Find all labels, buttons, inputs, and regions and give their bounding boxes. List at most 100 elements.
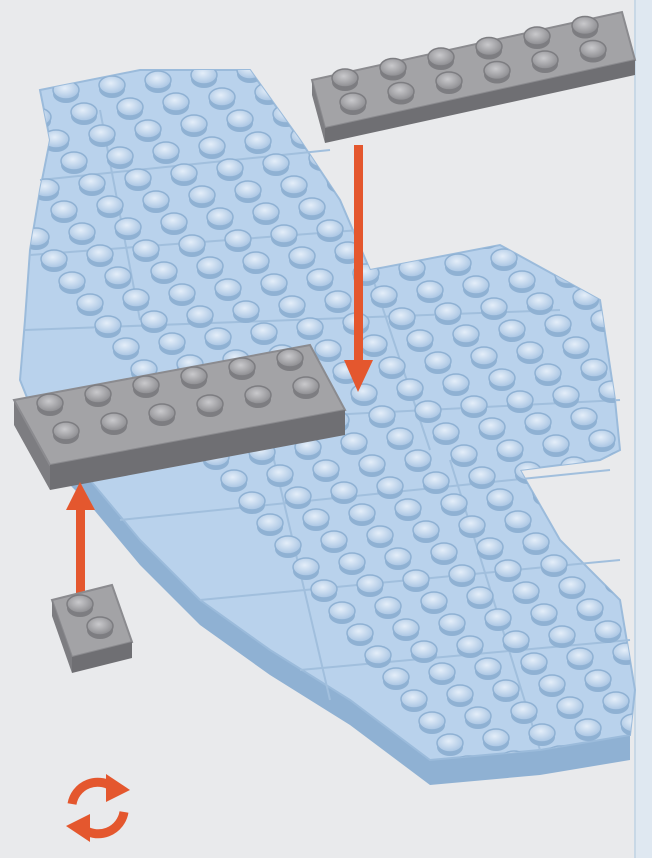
wing-stud <box>609 332 635 354</box>
wing-stud <box>593 190 619 212</box>
wing-stud <box>59 272 85 294</box>
gray-stud <box>229 358 255 380</box>
wing-stud <box>437 734 463 756</box>
gray-stud <box>37 394 63 416</box>
wing-stud <box>145 71 171 93</box>
wing-stud <box>505 511 531 533</box>
wing-stud <box>525 413 551 435</box>
wing-stud <box>485 609 511 631</box>
wing-stud <box>251 323 277 345</box>
wing-stud <box>441 494 467 516</box>
wing-stud <box>579 479 605 501</box>
wing-stud <box>365 646 391 668</box>
wing-stud <box>605 572 631 594</box>
wing-stud <box>243 252 269 274</box>
wing-stud <box>547 195 573 217</box>
wing-stud <box>617 403 643 425</box>
rotate-model-icon[interactable] <box>66 774 130 842</box>
gray-stud <box>293 377 319 399</box>
wing-stud <box>51 201 77 223</box>
gray-stud <box>85 385 111 407</box>
wing-stud <box>451 445 477 467</box>
wing-stud <box>423 472 449 494</box>
wing-stud <box>169 284 195 306</box>
wing-stud <box>347 624 373 646</box>
wing-stud <box>349 504 375 526</box>
wing-stud <box>377 477 403 499</box>
wing-stud <box>15 157 41 179</box>
wing-stud <box>245 132 271 154</box>
wing-stud <box>261 274 287 296</box>
wing-stud <box>491 249 517 271</box>
wing-stud <box>311 580 337 602</box>
wing-stud <box>281 176 307 198</box>
wing-stud <box>221 470 247 492</box>
wing-stud <box>595 621 621 643</box>
wing-stud <box>95 316 121 338</box>
wing-stud <box>275 536 301 558</box>
wing-stud <box>575 719 601 741</box>
wing-stud <box>589 430 615 452</box>
wing-stud <box>133 240 159 262</box>
wing-stud <box>475 658 501 680</box>
wing-stud <box>71 103 97 125</box>
wing-stud <box>113 338 139 360</box>
wing-stud <box>575 168 601 190</box>
wing-stud <box>483 729 509 751</box>
wing-stud <box>535 364 561 386</box>
wing-stud <box>507 391 533 413</box>
wing-stud <box>227 110 253 132</box>
wing-stud <box>489 369 515 391</box>
wing-stud <box>511 702 537 724</box>
wing-stud <box>41 250 67 272</box>
wing-stud <box>389 308 415 330</box>
wing-stud <box>367 526 393 548</box>
gray-plate-1x2-small <box>52 585 132 673</box>
wing-stud <box>289 247 315 269</box>
wing-stud <box>0 135 23 157</box>
wing-stud <box>601 261 627 283</box>
wing-stud <box>625 474 651 496</box>
wing-stud <box>603 141 629 163</box>
wing-stud <box>235 181 261 203</box>
wing-stud <box>621 714 647 736</box>
wing-stud <box>187 306 213 328</box>
wing-stud <box>433 423 459 445</box>
wing-stud <box>199 137 225 159</box>
wing-stud <box>321 531 347 553</box>
wing-stud <box>181 115 207 137</box>
wing-stud <box>233 301 259 323</box>
wing-stud <box>125 169 151 191</box>
wing-stud <box>385 548 411 570</box>
wing-stud <box>475 107 501 129</box>
gray-stud <box>67 595 93 617</box>
wing-stud <box>493 129 519 151</box>
gray-stud <box>53 422 79 444</box>
wing-stud <box>597 501 623 523</box>
wing-stud <box>153 142 179 164</box>
wing-stud <box>331 482 357 504</box>
wing-stud <box>603 692 629 714</box>
gray-stud <box>197 395 223 417</box>
wing-stud <box>123 289 149 311</box>
wing-stud <box>339 553 365 575</box>
wing-stud <box>537 244 563 266</box>
wing-stud <box>581 359 607 381</box>
wing-stud <box>81 54 107 76</box>
gray-stud <box>388 83 414 105</box>
wing-stud <box>369 406 395 428</box>
wing-stud <box>135 120 161 142</box>
wing-stud <box>483 178 509 200</box>
wing-stud <box>107 147 133 169</box>
wing-stud <box>457 636 483 658</box>
wing-stud <box>435 303 461 325</box>
wing-stud <box>271 225 297 247</box>
wing-stud <box>439 614 465 636</box>
wing-stud <box>509 271 535 293</box>
wing-stud <box>409 210 435 232</box>
wing-stud <box>567 648 593 670</box>
wing-stud <box>401 690 427 712</box>
wing-stud <box>359 455 385 477</box>
wing-stud <box>519 222 545 244</box>
wing-stud <box>599 381 625 403</box>
